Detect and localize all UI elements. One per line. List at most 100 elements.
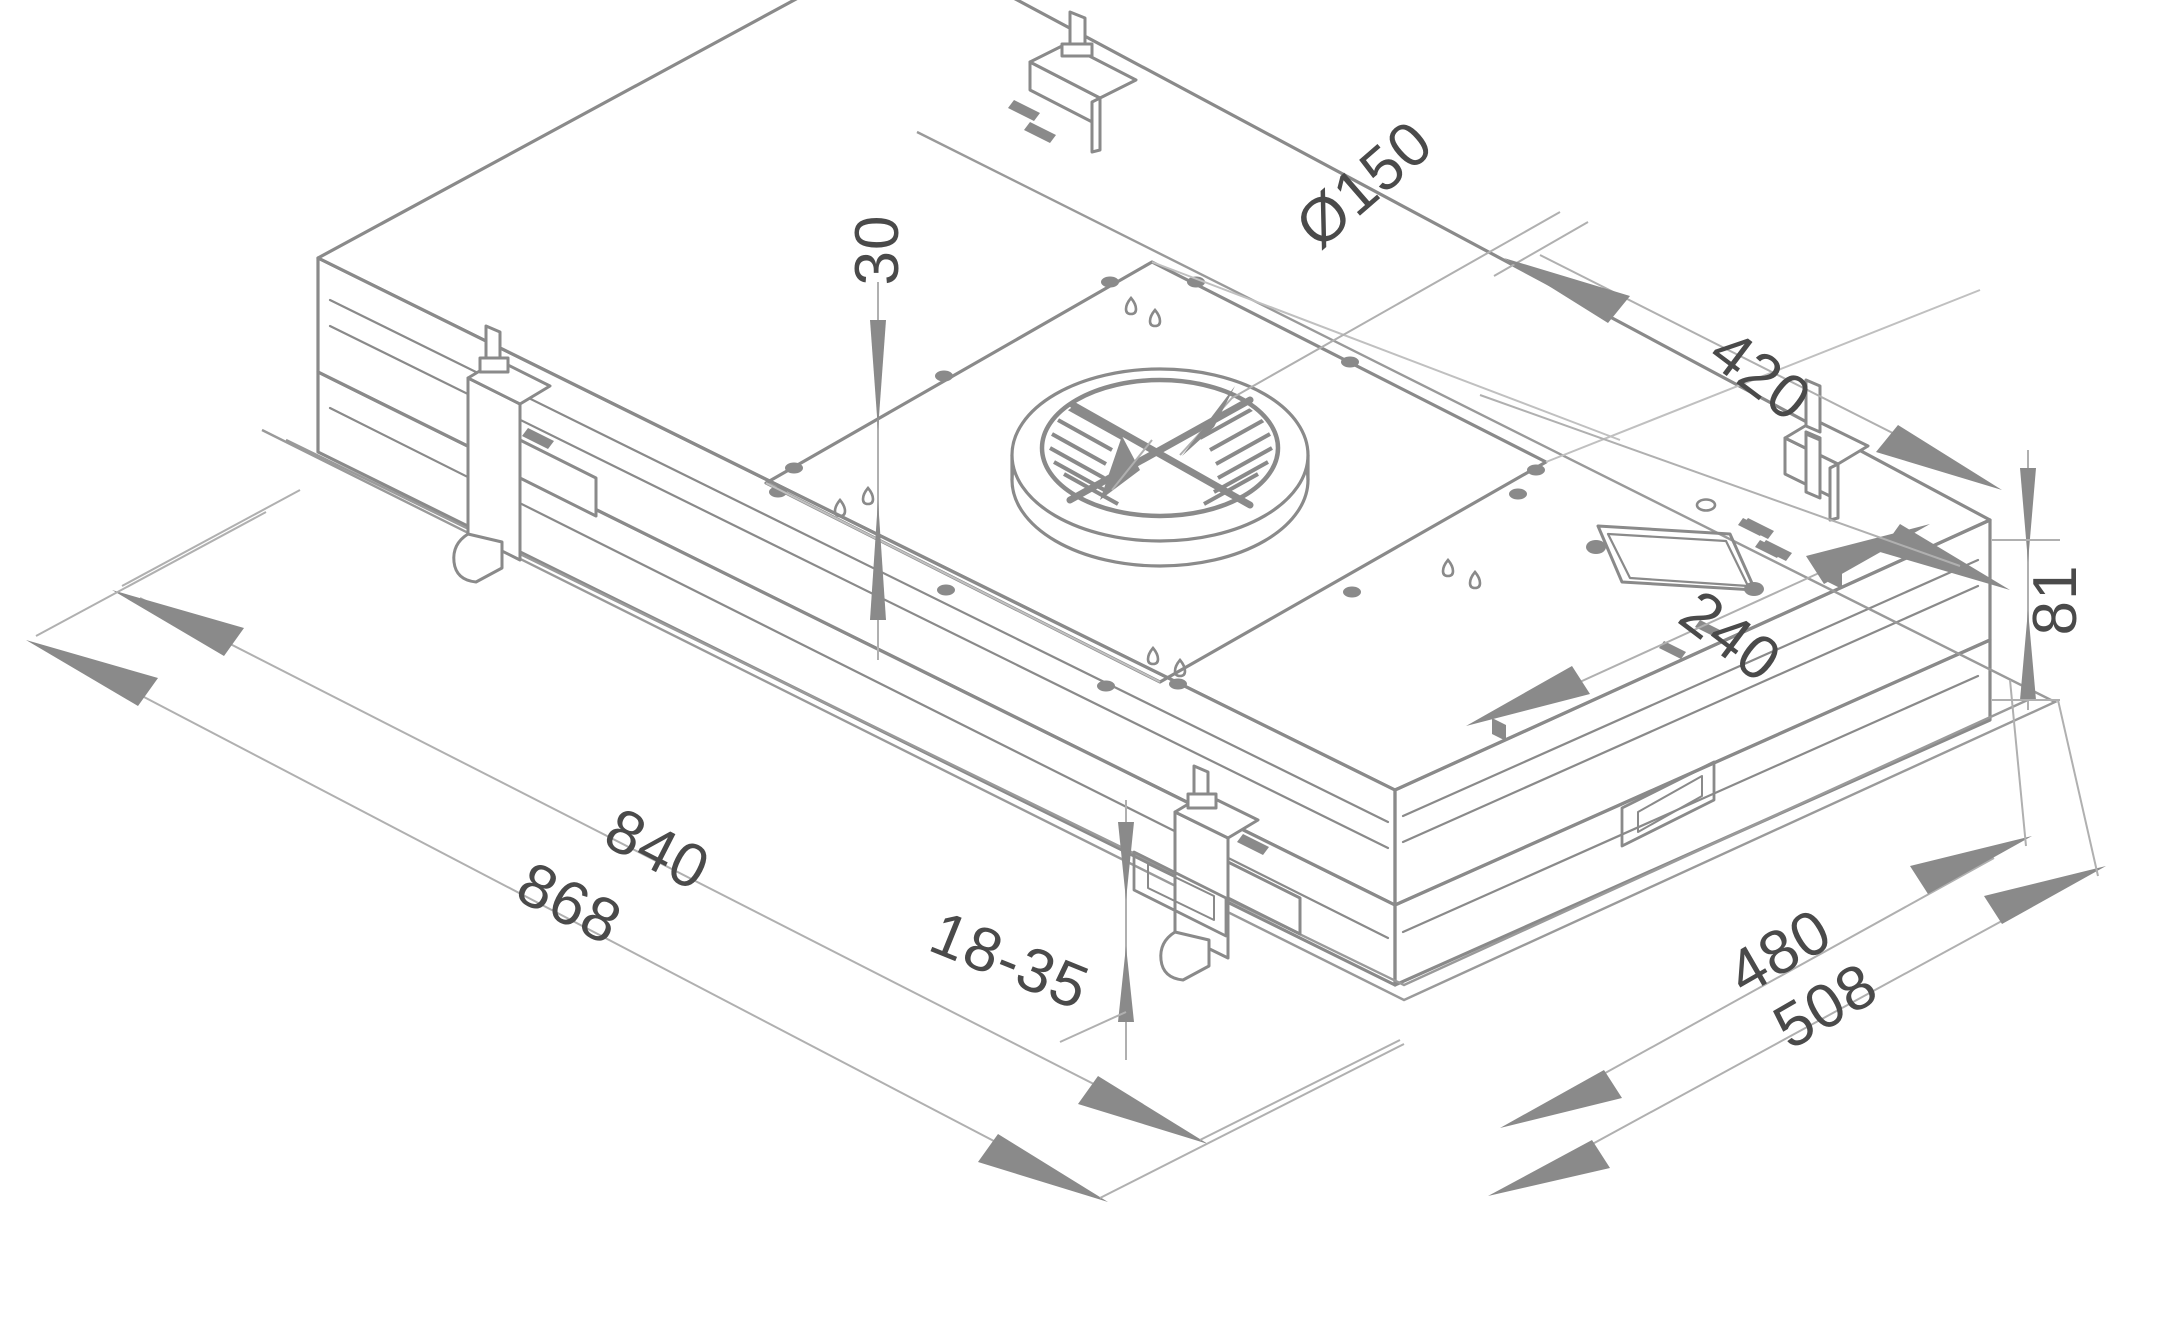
bracket-front-left-slots <box>522 428 554 449</box>
projection-line <box>765 482 1161 683</box>
dim-arrow-end <box>1910 836 2032 894</box>
dim-ext-line-a <box>1493 221 1589 277</box>
dim-arrow-up <box>1118 946 1134 1022</box>
projection-line <box>1545 289 1981 463</box>
fastener-pip <box>1148 307 1162 328</box>
dim-arrow-end <box>1876 425 2002 490</box>
bracket-leg <box>1828 462 1840 522</box>
hood-trim-groove-right-1 <box>1401 558 1980 818</box>
bracket-tab <box>1226 860 1302 936</box>
mounting-bracket-front-left <box>452 324 598 584</box>
dim-arrowhead <box>1182 386 1235 456</box>
cable-entry-hole <box>1695 498 1717 512</box>
dim-arrow-start <box>1488 1140 1610 1196</box>
handle-recess-outline <box>1620 760 1716 848</box>
flange-outline <box>261 130 2058 1002</box>
bracket-hook <box>1159 930 1211 982</box>
bracket-stud-upper <box>1804 430 1822 442</box>
latch-mark <box>1492 718 1506 741</box>
dim-ref-line <box>1059 1011 1127 1043</box>
dim-ext-line-right <box>2057 699 2099 877</box>
fastener-pip <box>1468 569 1482 590</box>
ceiling-cutout-flange <box>261 130 2058 1002</box>
dim-ext-line-left <box>121 489 301 587</box>
dim-arrow-start <box>1500 1070 1622 1128</box>
fastener-pip <box>1124 295 1138 316</box>
dim-ext-line-right <box>1199 1039 1401 1141</box>
dim-arrow-down <box>870 320 886 430</box>
bracket-body <box>466 376 522 562</box>
bracket-stud <box>1804 430 1822 500</box>
flange-inner-edge-left <box>285 438 2033 987</box>
dim-line <box>1541 857 1995 1109</box>
dim-arrow-end <box>1078 1076 1208 1144</box>
dim-arrowhead-2 <box>1100 436 1140 500</box>
dim-81: 81 <box>1992 450 2090 710</box>
bracket-tab <box>518 438 598 518</box>
dim-arrow-start <box>112 590 244 656</box>
screw-boss <box>1527 464 1545 476</box>
screw-boss <box>937 584 955 596</box>
latch-mark <box>1659 641 1686 659</box>
dim-line <box>1479 394 1961 567</box>
dim-arrow-down <box>1118 822 1134 900</box>
filter-handle-left <box>1132 850 1228 938</box>
handle-recess-outline <box>1132 850 1228 938</box>
screw-boss <box>935 370 953 382</box>
dim-arrow <box>1880 524 2010 590</box>
mounting-bracket-front-right <box>1159 764 1302 982</box>
dim-ext-line-right <box>1099 1043 1405 1199</box>
dim-arrow-up <box>2020 610 2036 700</box>
screw-boss <box>1509 488 1527 500</box>
slot <box>1237 834 1269 855</box>
projection-lines <box>765 261 1981 683</box>
screw-boss <box>1341 356 1359 368</box>
junction-box-fixings <box>1586 540 1764 596</box>
dim-line <box>53 649 1081 1187</box>
bracket-nut <box>1060 42 1094 58</box>
dim-ext-line-right <box>2009 679 2027 847</box>
grille-cross-bars <box>1066 396 1254 509</box>
fastener-pip <box>1441 557 1455 578</box>
slot <box>1755 540 1782 558</box>
screw-boss <box>1101 276 1119 288</box>
dim-label-30: 30 <box>843 215 912 286</box>
bracket-rear-center-slots <box>1008 100 1056 143</box>
hood-rim-left <box>316 370 1397 987</box>
duct-plate-fastener-pips <box>833 295 1482 678</box>
screw-boss <box>1169 678 1187 690</box>
dim-leader-line-2 <box>1111 439 1153 491</box>
dim-line <box>139 597 1181 1129</box>
dim-duct-offset-30: 30 <box>843 215 912 660</box>
junction-box-slots <box>1738 518 1782 558</box>
projection-line <box>1151 261 1621 441</box>
dim-arrow-start <box>1504 258 1630 323</box>
dim-label-81: 81 <box>2021 565 2090 636</box>
screw-boss <box>1187 276 1205 288</box>
mounting-bracket-rear-center <box>1028 10 1138 154</box>
latch-mark <box>1695 620 1722 638</box>
handle-recess-inner <box>1147 863 1215 921</box>
fixing-point <box>1744 582 1764 596</box>
slot <box>1024 122 1056 143</box>
bracket-stud-top <box>1804 378 1822 434</box>
dim-arrow-end <box>1984 866 2106 924</box>
mounting-bracket-rear-right <box>1783 378 1870 522</box>
bracket-nut <box>1186 792 1218 810</box>
dim-ext-line-left <box>35 511 267 637</box>
dim-body-right-reference <box>1479 394 2010 590</box>
hood-rim-groove-right <box>1401 674 1980 934</box>
fixing-point <box>1586 540 1606 554</box>
bracket-front-right-slots <box>1237 834 1269 855</box>
hood-trim-groove-right-2 <box>1401 584 1980 844</box>
fastener-pip <box>1173 657 1187 678</box>
filter-handle-right <box>1620 760 1716 848</box>
fastener-pip <box>861 485 875 506</box>
dim-arrow-start <box>1466 666 1590 726</box>
fastener-pip <box>833 497 847 518</box>
bracket-hook <box>452 532 504 584</box>
slot <box>522 428 554 449</box>
duct-plate-screw-bosses <box>769 276 1545 692</box>
